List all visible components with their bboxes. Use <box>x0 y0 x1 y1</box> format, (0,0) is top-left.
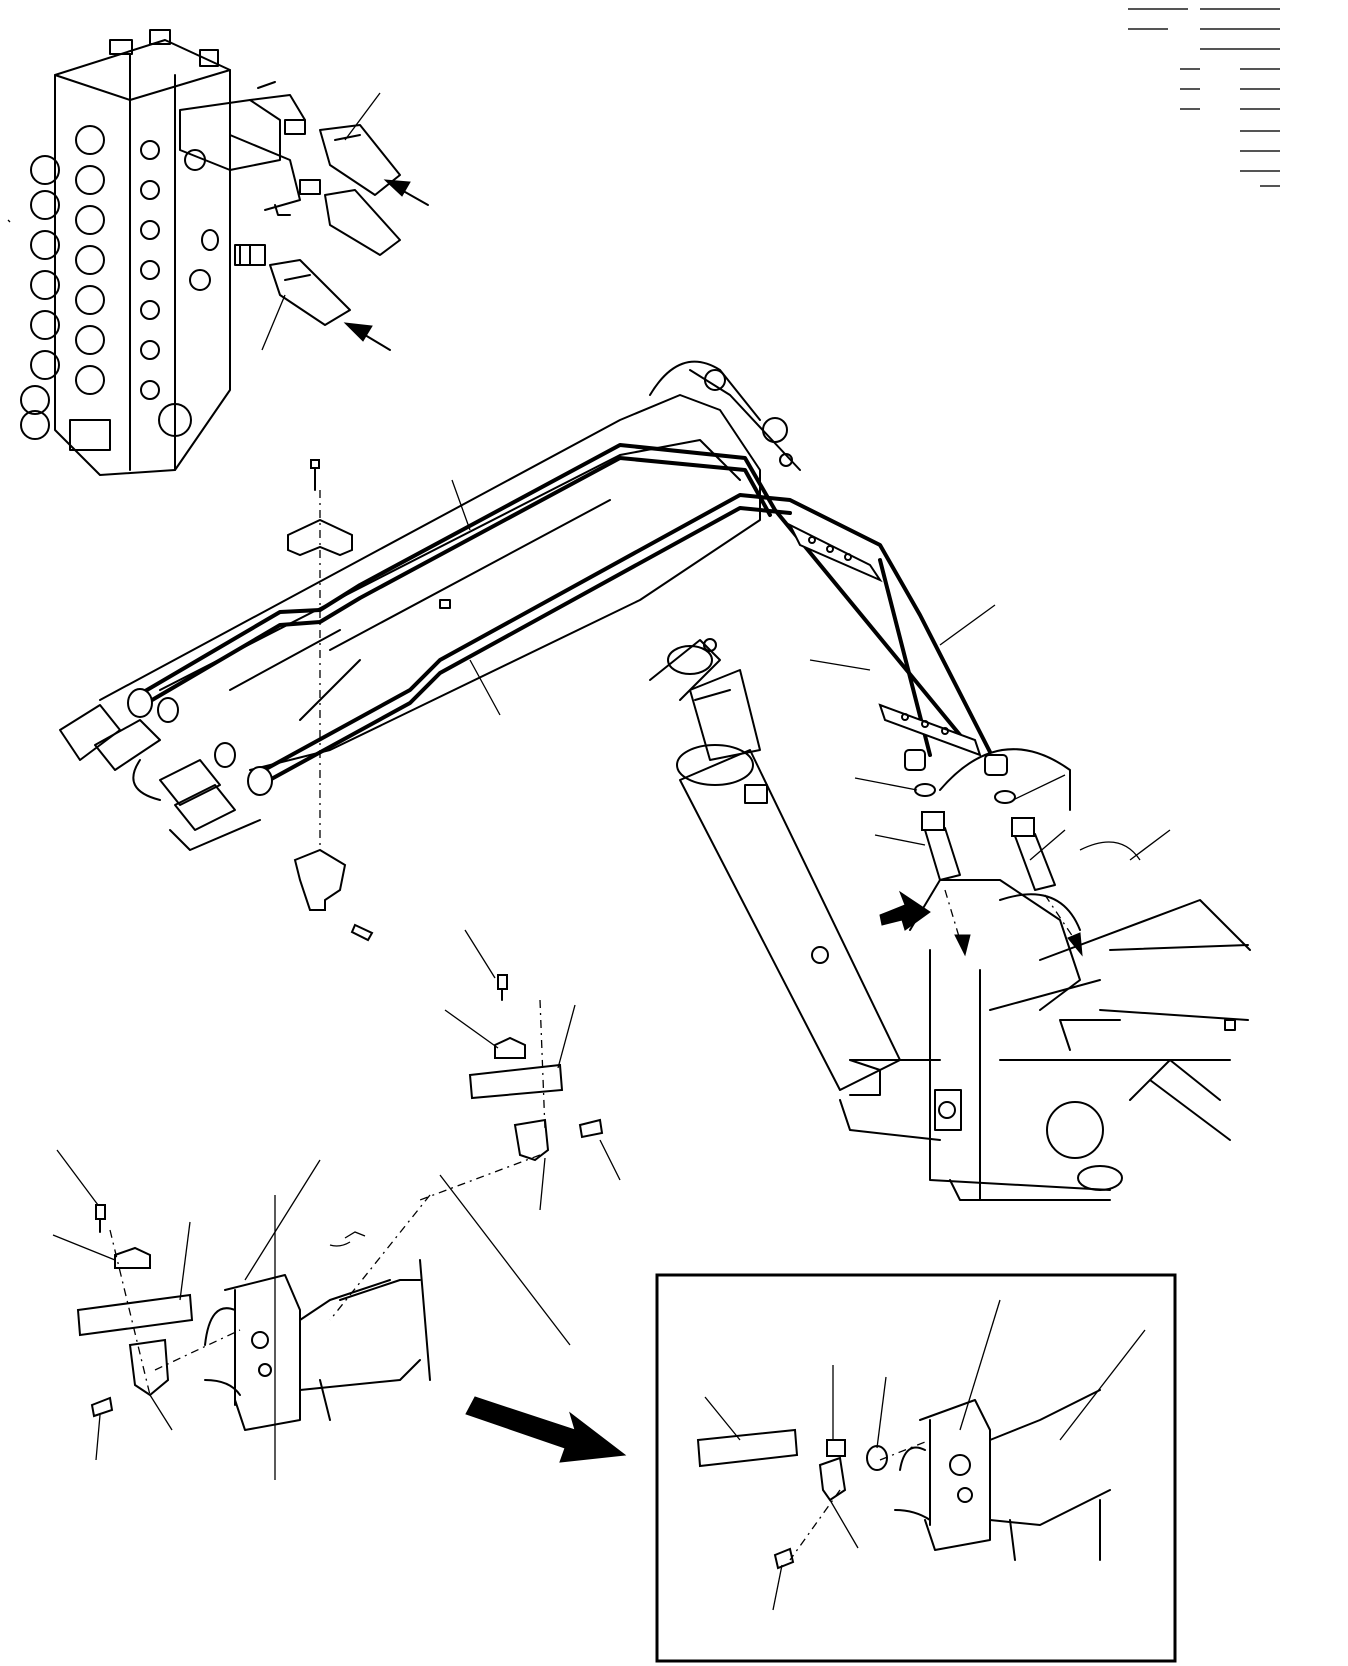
oring-right-a <box>914 783 936 797</box>
clamp-half-lower <box>293 848 347 911</box>
callout-leaders-boom <box>451 479 1066 861</box>
boom-cylinder <box>676 669 901 1096</box>
hose-end-middle <box>324 189 401 256</box>
adapter-lower <box>234 244 266 266</box>
boom-foot-frame <box>649 638 1251 1201</box>
pipe-nut-right-a <box>904 749 926 771</box>
hose-end-upper <box>319 124 401 196</box>
callout-leaders-left <box>52 1149 321 1461</box>
oring-valve <box>201 229 219 251</box>
pipe-clamp-bar-upper <box>787 522 883 583</box>
flow-arrow-down-b <box>1044 894 1083 957</box>
clamp-bolt-bottom <box>350 923 374 942</box>
margin-tick-left <box>7 219 11 223</box>
adapter-right-a <box>921 811 961 881</box>
pipe-upper <box>133 443 962 737</box>
frame-lower-left <box>204 1195 431 1480</box>
flow-arrow-upper <box>383 179 429 206</box>
pipe-nut-lower-left <box>247 766 273 796</box>
flow-arrow-lower <box>343 322 391 351</box>
boxed-detail-frame <box>655 1273 1177 1663</box>
clamp-bolt-top <box>310 459 320 491</box>
valve-fitting-upper <box>179 94 321 216</box>
clamp-detail-left <box>76 1204 241 1418</box>
hose-end-lower <box>269 259 351 326</box>
pipe-lower <box>253 493 992 790</box>
callout-leaders-box <box>704 1365 887 1611</box>
clamp-detail-center <box>329 974 604 1321</box>
pipe-nut-upper-left <box>127 688 153 718</box>
hose-ends-left <box>59 629 341 851</box>
control-valve-block <box>20 29 276 476</box>
flow-arrow-down-a <box>944 889 971 957</box>
pipe-nut-right-b <box>984 754 1008 776</box>
pipe-clamp-bar-lower <box>878 703 982 757</box>
detail-pointer-arrow <box>465 1396 627 1463</box>
flow-arrow-right <box>879 890 931 931</box>
oring-right-b <box>994 790 1016 804</box>
adapter-right-b <box>1011 817 1056 891</box>
callout-leaders-center <box>439 929 621 1346</box>
callout-leaders-valve <box>261 92 381 351</box>
boxed-detail-contents <box>696 1299 1146 1570</box>
corner-dot-marks <box>1128 8 1280 187</box>
